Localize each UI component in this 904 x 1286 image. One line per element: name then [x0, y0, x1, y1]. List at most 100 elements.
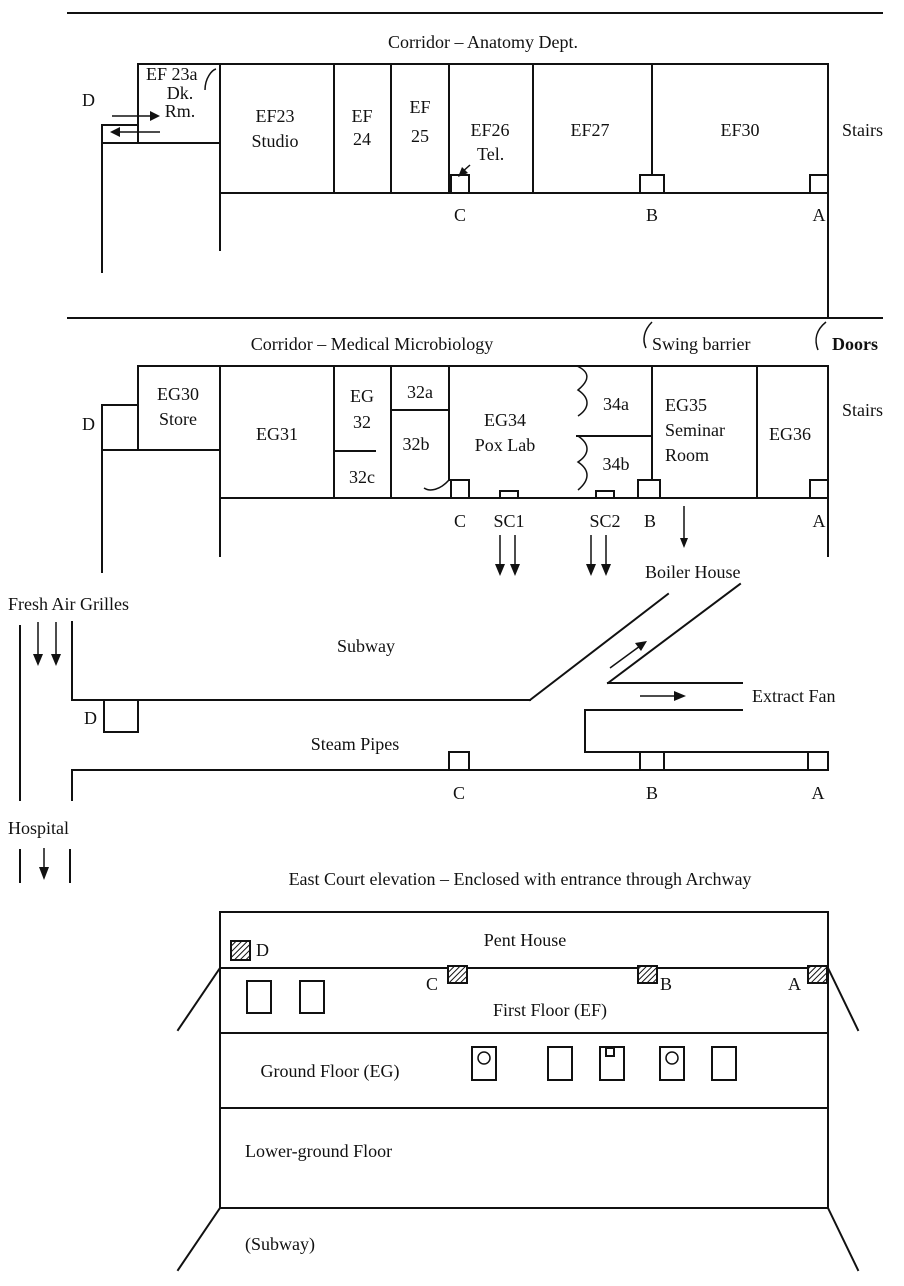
elevation-marker-a: A [788, 974, 801, 994]
eg34-line1: EG34 [484, 410, 526, 430]
eg-window-3-vent-icon [605, 1047, 615, 1057]
eg35-line1: EG35 [665, 395, 707, 415]
ef25-line1: EF [409, 97, 430, 117]
boiler-arrow-line [609, 645, 641, 669]
subway-marker-c-label: C [453, 783, 465, 803]
wall-34b-curve [576, 435, 588, 491]
marker-a-box [809, 174, 829, 194]
eg-window-1-vent-icon [477, 1051, 491, 1065]
eg30-line1: EG30 [157, 384, 199, 404]
ef27-label: EF27 [570, 120, 609, 140]
fresh-air-arrow-1-icon [33, 654, 43, 666]
ground-door-d-label: D [82, 414, 95, 434]
marker-a-label: A [813, 205, 826, 225]
eg-window-2 [547, 1046, 573, 1081]
ground-marker-sc1-label: SC1 [493, 511, 524, 531]
room-32c-label: 32c [349, 467, 375, 487]
steam-pipes-label: Steam Pipes [311, 734, 400, 754]
room-34a-label: 34a [603, 394, 629, 414]
ground-corridor-label: Corridor – Medical Microbiology [251, 334, 493, 354]
door-swing-ef23a [204, 68, 217, 91]
ef23-line2: Studio [251, 131, 298, 151]
sc1-arrow-2-icon [510, 564, 520, 576]
extract-fan-label: Extract Fan [752, 686, 835, 706]
ground-marker-a-box [809, 479, 829, 499]
stairs-label: Stairs [842, 120, 883, 140]
tel-label: Tel. [477, 144, 504, 164]
ef26-label: EF26 [470, 120, 509, 140]
first-floor-plan: Corridor – Anatomy Dept. D EF 23a Dk. [67, 12, 883, 317]
subway-marker-a-label: A [812, 783, 825, 803]
marker-b-hatch-icon [637, 965, 658, 984]
doors-arc [815, 321, 827, 351]
subway-marker-b-label: B [646, 783, 658, 803]
elevation-buttress-ll [176, 1206, 222, 1272]
fresh-air-arrow-2-icon [51, 654, 61, 666]
subway-marker-a-box [807, 751, 829, 771]
elevation-marker-b: B [660, 974, 672, 994]
eg-window-5 [711, 1046, 737, 1081]
subway-marker-c-box [448, 751, 470, 771]
boiler-house-wall-right [606, 582, 742, 685]
boiler-house-label: Boiler House [645, 562, 740, 582]
marker-b-label: B [646, 205, 658, 225]
ef24-line2: 24 [353, 129, 371, 149]
ef23a-line2: Dk. [167, 83, 194, 103]
door-swing-32b [423, 479, 450, 491]
room-32b-label: 32b [403, 434, 430, 454]
ground-marker-c-box [450, 479, 470, 499]
wall-34a-curve [576, 365, 588, 417]
first-floor-corridor-label: Corridor – Anatomy Dept. [388, 32, 578, 52]
ground-floor-label: Ground Floor (EG) [261, 1061, 400, 1082]
sc2-arrow-2-icon [601, 564, 611, 576]
eg36-label: EG36 [769, 424, 811, 444]
eg35-line3: Room [665, 445, 709, 465]
elevation-buttress-lr [826, 1206, 860, 1272]
first-floor-label: First Floor (EF) [493, 1000, 607, 1021]
subway-plan: Fresh Air Grilles Subway Boiler House Ex… [8, 562, 835, 883]
eg34-line2: Pox Lab [475, 435, 536, 455]
elevation-title: East Court elevation – Enclosed with ent… [289, 869, 752, 889]
ground-marker-b-box [637, 479, 661, 499]
ef30-label: EF30 [720, 120, 759, 140]
eg31-label: EG31 [256, 424, 298, 444]
fresh-air-label: Fresh Air Grilles [8, 594, 129, 614]
swing-barrier-arc [643, 321, 653, 349]
doors-label: Doors [832, 334, 878, 354]
eg30-line2: Store [159, 409, 197, 429]
marker-c-hatch-icon [447, 965, 468, 984]
marker-b-box [639, 174, 665, 194]
tel-arrow-icon [458, 167, 468, 177]
boiler-house-wall-left [528, 592, 670, 702]
boiler-arrow-icon [635, 641, 647, 651]
marker-a-hatch-icon [807, 965, 828, 984]
elevation-marker-c: C [426, 974, 438, 994]
door-d-label: D [82, 90, 95, 110]
marker-c-box [450, 174, 470, 194]
ground-marker-c-label: C [454, 511, 466, 531]
subway-label: Subway [337, 636, 395, 656]
ef23a-line3: Rm. [165, 101, 196, 121]
subway-door-d-label: D [84, 708, 97, 728]
extract-arrow-icon [674, 691, 686, 701]
elevation-buttress-ul [176, 966, 222, 1032]
sc1-box [499, 490, 519, 499]
ground-marker-a-label: A [813, 511, 826, 531]
eg32-line1: EG [350, 386, 374, 406]
ef-window-1 [246, 980, 272, 1014]
marker-c-label: C [454, 205, 466, 225]
sc1-arrow-1-icon [495, 564, 505, 576]
elevation-marker-d: D [256, 940, 269, 960]
ef23a-line1: EF 23a [146, 64, 198, 84]
lower-ground-label: Lower-ground Floor [245, 1141, 392, 1161]
eg-window-4-vent-icon [665, 1051, 679, 1065]
elevation-subway-label: (Subway) [245, 1234, 315, 1255]
eg35-line2: Seminar [665, 420, 725, 440]
swing-barrier-label: Swing barrier [652, 334, 750, 354]
room-32a-label: 32a [407, 382, 433, 402]
arrow-left-icon [110, 127, 120, 137]
ground-floor-plan: Corridor – Medical Microbiology Swing ba… [67, 317, 883, 576]
pent-house-label: Pent House [484, 930, 567, 950]
sc2-arrow-1-icon [586, 564, 596, 576]
